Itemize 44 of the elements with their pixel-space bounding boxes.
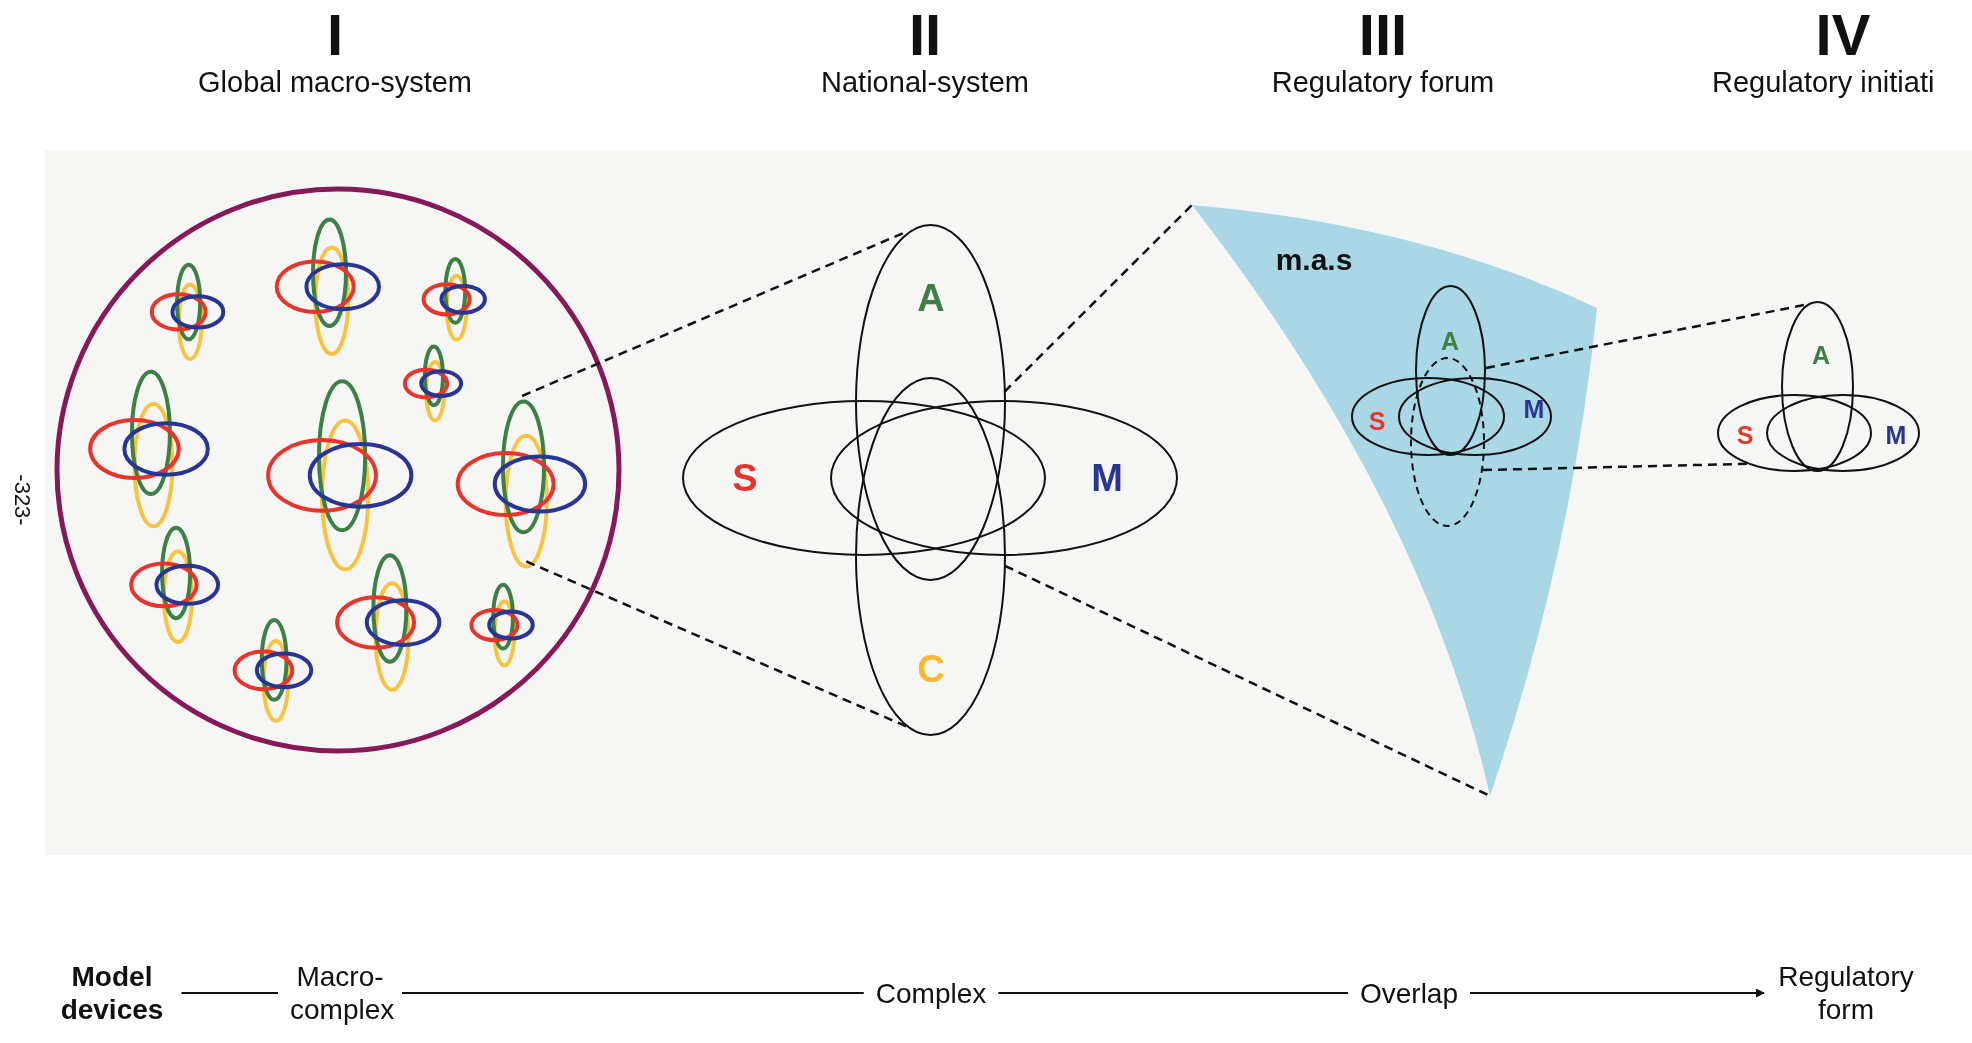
stage-label: Model devices xyxy=(54,960,170,1026)
section-title: Regulatory forum xyxy=(1271,68,1495,97)
ellipse xyxy=(855,224,1006,581)
dashed-line xyxy=(1482,462,1748,472)
set-letter: A xyxy=(1440,328,1460,354)
section-numeral: II xyxy=(908,6,942,64)
connector-line xyxy=(401,992,865,994)
section-title: National-system xyxy=(821,68,1029,97)
section-numeral: III xyxy=(1358,6,1408,64)
dashed-line xyxy=(525,560,909,729)
sector-shape xyxy=(1192,205,1597,796)
connector-line xyxy=(997,992,1349,994)
ellipse xyxy=(1398,377,1552,456)
ellipse xyxy=(682,400,1046,556)
stage-label: Complex xyxy=(875,976,987,1010)
set-letter: M xyxy=(1091,459,1123,497)
section-title: Regulatory initiati xyxy=(1712,68,1935,97)
set-letter: A xyxy=(917,279,945,317)
circle xyxy=(54,186,622,754)
dashed-ellipse xyxy=(1410,357,1485,527)
arrow xyxy=(1469,988,1765,998)
stage-label: Regulatory form xyxy=(1776,960,1916,1026)
ellipse xyxy=(1351,377,1505,456)
ellipse xyxy=(830,400,1178,556)
section-title: Global macro-system xyxy=(198,68,472,97)
region-label: m.a.s xyxy=(1275,245,1353,275)
set-letter: S xyxy=(732,459,758,497)
set-letter: S xyxy=(1736,422,1754,448)
stage-label: Overlap xyxy=(1360,976,1458,1010)
set-letter: A xyxy=(1811,342,1831,368)
section-numeral: I xyxy=(326,6,344,64)
set-letter: S xyxy=(1368,408,1386,434)
set-letter: M xyxy=(1523,396,1545,422)
set-letter: C xyxy=(917,650,945,688)
ellipse xyxy=(1781,301,1854,472)
ellipse xyxy=(855,377,1006,736)
ellipse xyxy=(1717,394,1872,472)
ellipse xyxy=(1415,285,1486,456)
page-number: -323- xyxy=(11,474,33,526)
dashed-line xyxy=(1004,564,1491,798)
ellipse xyxy=(1766,394,1920,472)
section-numeral: IV xyxy=(1815,6,1871,64)
connector-line xyxy=(180,992,279,994)
set-letter: M xyxy=(1885,422,1907,448)
